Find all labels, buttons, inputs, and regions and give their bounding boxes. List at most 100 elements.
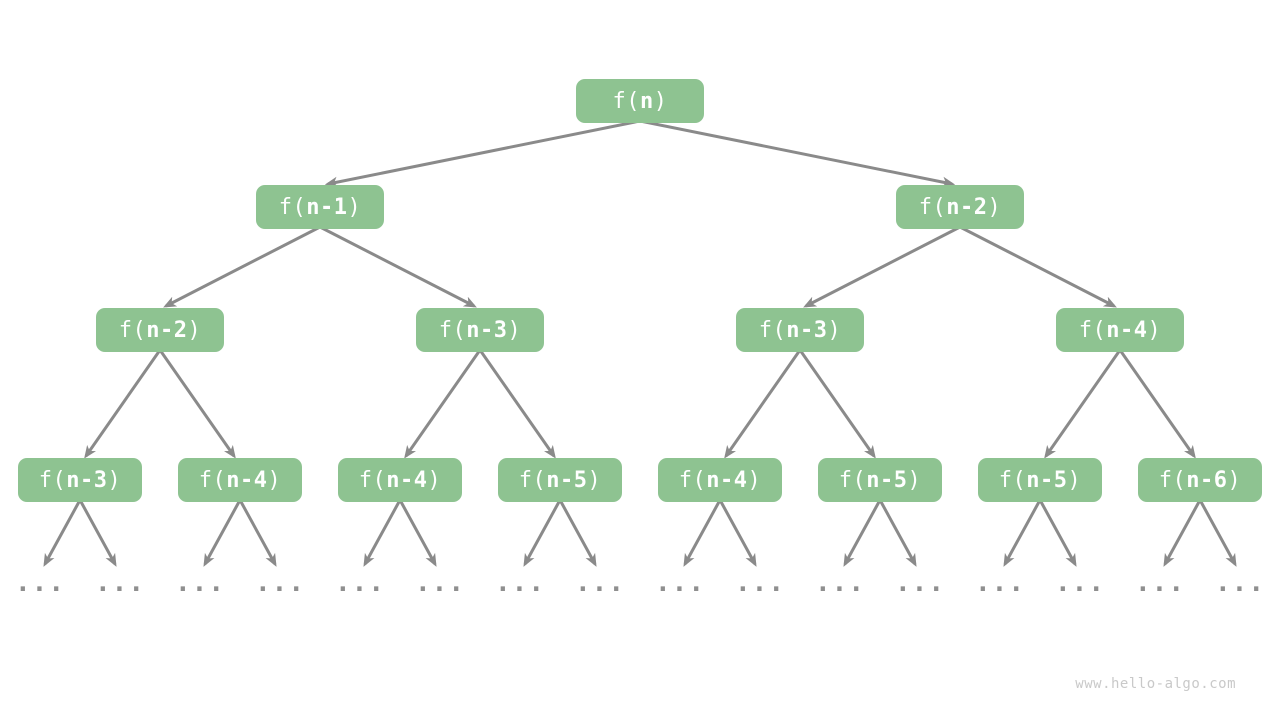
- node-label-var: n-3: [466, 317, 508, 343]
- edge: [718, 499, 757, 567]
- edge: [798, 349, 876, 459]
- edge: [158, 349, 236, 459]
- tree-node: f(n-3): [736, 308, 864, 352]
- node-label: ): [507, 317, 522, 343]
- tree-node: f(n-4): [658, 458, 782, 502]
- node-label: ): [653, 88, 668, 114]
- edge: [843, 499, 882, 567]
- ellipsis: ...: [975, 568, 1025, 598]
- node-label: f(: [118, 317, 147, 343]
- ellipsis: ...: [255, 568, 305, 598]
- edge: [478, 349, 556, 459]
- node-label: f(: [1158, 467, 1187, 493]
- node-label: ): [827, 317, 842, 343]
- node-label: f(: [918, 194, 947, 220]
- edge: [1044, 349, 1122, 459]
- ellipsis: ...: [175, 568, 225, 598]
- node-label: f(: [758, 317, 787, 343]
- node-label: ): [907, 467, 922, 493]
- node-label: ): [587, 467, 602, 493]
- edge: [404, 349, 482, 459]
- edge: [163, 225, 321, 308]
- ellipsis: ...: [1135, 568, 1185, 598]
- node-label: ): [427, 467, 442, 493]
- edge: [203, 499, 242, 567]
- tree-node: f(n-6): [1138, 458, 1262, 502]
- edge: [1003, 499, 1042, 567]
- edge: [1163, 499, 1202, 567]
- node-label: ): [187, 317, 202, 343]
- edge: [319, 225, 477, 308]
- node-label-var: n-1: [306, 194, 348, 220]
- tree-node-root: f(n): [576, 79, 704, 123]
- node-label-var: n-2: [146, 317, 188, 343]
- node-label-var: n-4: [226, 467, 268, 493]
- edge: [683, 499, 722, 567]
- edge: [803, 225, 961, 308]
- tree-node: f(n-3): [416, 308, 544, 352]
- node-label: f(: [678, 467, 707, 493]
- node-label: f(: [1078, 317, 1107, 343]
- node-label: ): [107, 467, 122, 493]
- ellipsis: ...: [655, 568, 705, 598]
- edge: [959, 225, 1117, 308]
- node-label: ): [267, 467, 282, 493]
- node-label-var: n-4: [706, 467, 748, 493]
- edge: [398, 499, 437, 567]
- edge: [558, 499, 597, 567]
- node-label-var: n-5: [546, 467, 588, 493]
- node-label: f(: [998, 467, 1027, 493]
- node-label-var: n-4: [386, 467, 428, 493]
- edge: [238, 499, 277, 567]
- ellipsis: ...: [495, 568, 545, 598]
- watermark: www.hello-algo.com: [1075, 676, 1236, 692]
- node-label: ): [987, 194, 1002, 220]
- node-label: f(: [198, 467, 227, 493]
- node-label: ): [747, 467, 762, 493]
- node-label: f(: [838, 467, 867, 493]
- edge: [84, 349, 162, 459]
- tree-node: f(n-2): [896, 185, 1024, 229]
- node-label: ): [1147, 317, 1162, 343]
- node-label-var: n-5: [866, 467, 908, 493]
- edge: [724, 349, 802, 459]
- node-label-var: n-3: [786, 317, 828, 343]
- ellipsis: ...: [415, 568, 465, 598]
- edge: [523, 499, 562, 567]
- ellipsis: ...: [15, 568, 65, 598]
- edge: [1038, 499, 1077, 567]
- edge: [1118, 349, 1196, 459]
- node-label: f(: [38, 467, 67, 493]
- edge: [43, 499, 82, 567]
- tree-node: f(n-4): [338, 458, 462, 502]
- node-label-var: n-4: [1106, 317, 1148, 343]
- edge: [363, 499, 402, 567]
- node-label: f(: [612, 88, 640, 114]
- edge: [324, 119, 641, 188]
- tree-node: f(n-5): [818, 458, 942, 502]
- ellipsis: ...: [735, 568, 785, 598]
- ellipsis: ...: [815, 568, 865, 598]
- ellipsis: ...: [895, 568, 945, 598]
- edge: [878, 499, 917, 567]
- tree-node: f(n-5): [498, 458, 622, 502]
- node-label: ): [1227, 467, 1242, 493]
- tree-node: f(n-4): [178, 458, 302, 502]
- node-label-var: n-6: [1186, 467, 1228, 493]
- node-label: f(: [358, 467, 387, 493]
- node-label: ): [1067, 467, 1082, 493]
- tree-node: f(n-4): [1056, 308, 1184, 352]
- ellipsis: ...: [1055, 568, 1105, 598]
- edge: [1198, 499, 1237, 567]
- node-label: ): [347, 194, 362, 220]
- node-label-var: n-5: [1026, 467, 1068, 493]
- tree-node: f(n-5): [978, 458, 1102, 502]
- node-label: f(: [278, 194, 307, 220]
- node-label-var: n: [640, 88, 654, 114]
- tree-node: f(n-2): [96, 308, 224, 352]
- edge: [639, 119, 956, 188]
- tree-node: f(n-1): [256, 185, 384, 229]
- node-label-var: n-2: [946, 194, 988, 220]
